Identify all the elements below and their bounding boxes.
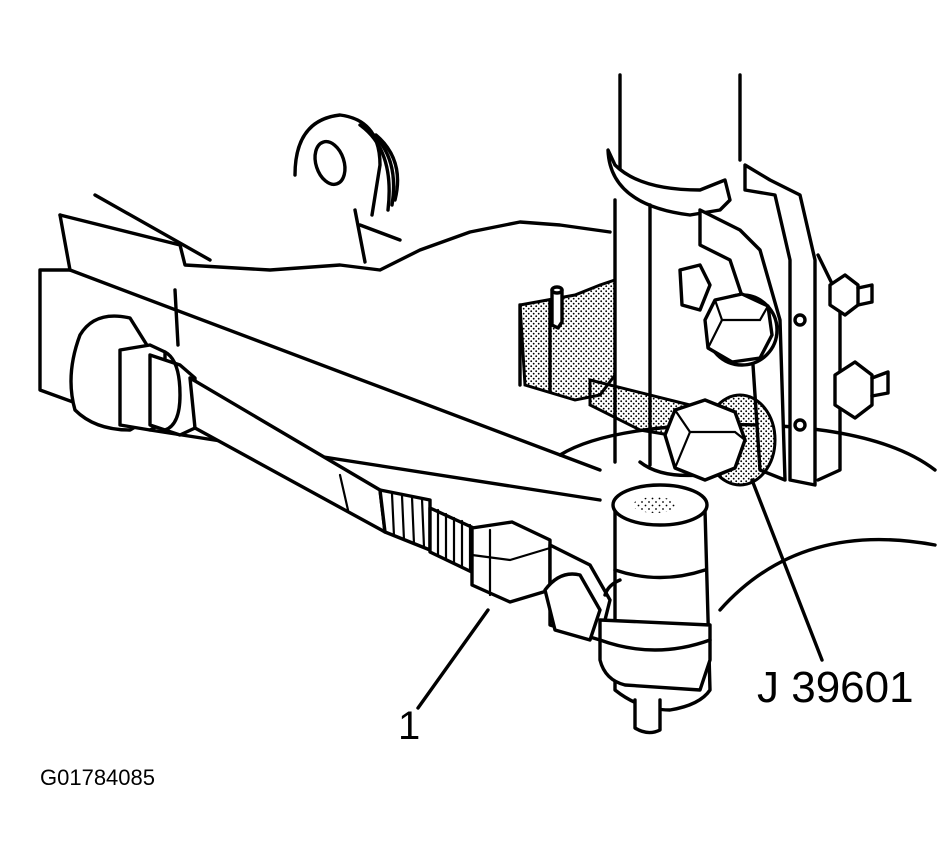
callout-tool-label: J 39601 <box>757 663 914 712</box>
lower-bolt-tool <box>663 393 777 487</box>
callout-1-label: 1 <box>398 704 421 748</box>
figure-code: G01784085 <box>40 765 155 790</box>
outer-tie-rod-end <box>598 483 712 735</box>
leader-lines <box>416 478 824 710</box>
upper-mount-bracket <box>293 113 402 264</box>
tie-rod-assembly <box>69 314 612 642</box>
upper-hex-bolt <box>703 292 779 367</box>
stud-nuts <box>828 273 890 420</box>
